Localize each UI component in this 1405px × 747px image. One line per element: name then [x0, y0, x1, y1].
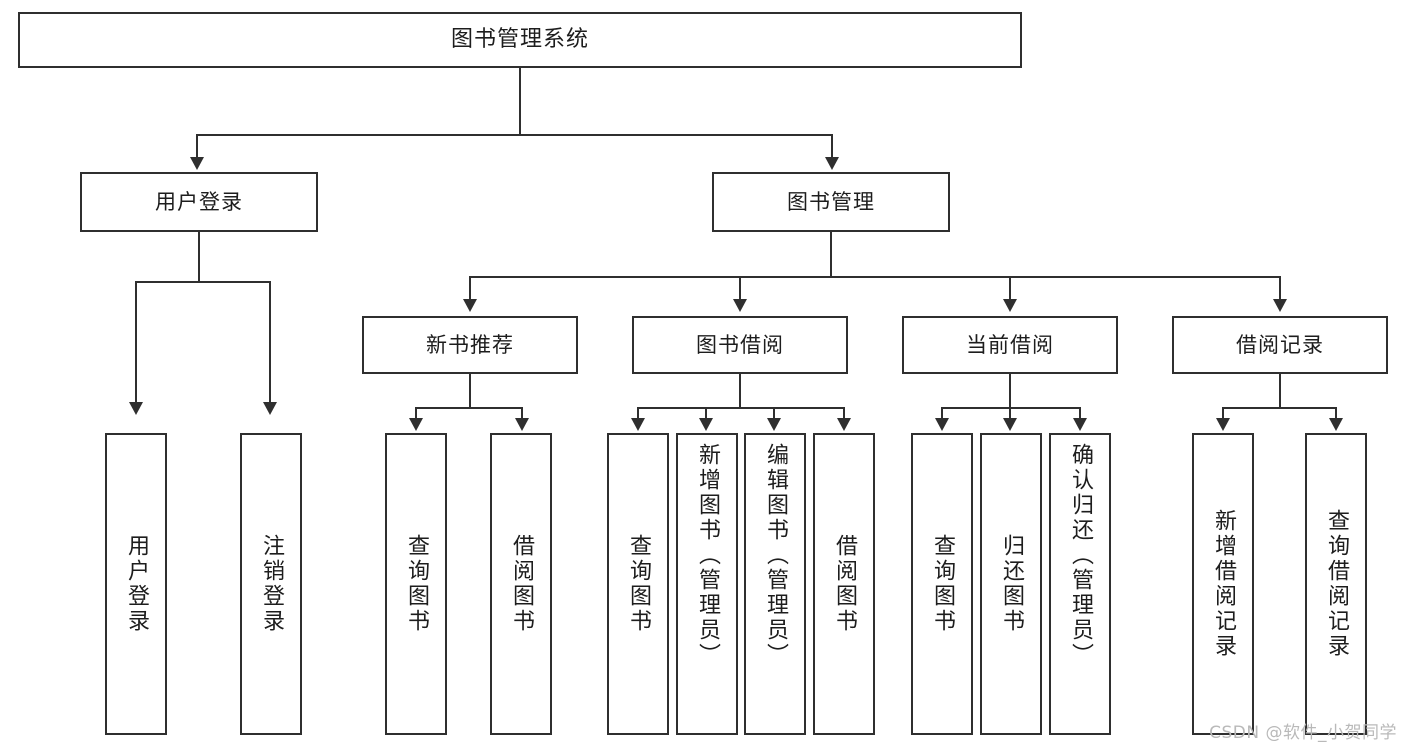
connector-book-borrow-to-leaf-1 — [637, 407, 639, 420]
connector-book-manage-to-new-book — [469, 276, 471, 301]
node-leaf-logout-label: 注销登录 — [259, 534, 284, 634]
node-leaf-return-book[interactable]: 归还图书 — [980, 433, 1042, 735]
node-current-borrow[interactable]: 当前借阅 — [902, 316, 1118, 374]
node-new-book-recommend[interactable]: 新书推荐 — [362, 316, 578, 374]
node-leaf-logout[interactable]: 注销登录 — [240, 433, 302, 735]
connector-current-borrow-to-leaf-2 — [1009, 407, 1011, 420]
node-leaf-query-book-3-label: 查询图书 — [930, 534, 955, 634]
node-book-borrow-label: 图书借阅 — [696, 332, 784, 357]
node-borrow-record-label: 借阅记录 — [1236, 332, 1324, 357]
arrow-current-borrow-to-leaf-3 — [1073, 418, 1087, 431]
node-leaf-query-book-3[interactable]: 查询图书 — [911, 433, 973, 735]
node-leaf-confirm-return[interactable]: 确认归还（管理员） — [1049, 433, 1111, 735]
node-leaf-query-record[interactable]: 查询借阅记录 — [1305, 433, 1367, 735]
arrow-borrow-record-to-leaf-2 — [1329, 418, 1343, 431]
connector-book-borrow-to-leaf-2 — [705, 407, 707, 420]
arrow-borrow-record-to-leaf-1 — [1216, 418, 1230, 431]
node-borrow-record[interactable]: 借阅记录 — [1172, 316, 1388, 374]
connector-root-bus — [196, 134, 833, 136]
connector-book-manage-to-current-borrow — [1009, 276, 1011, 301]
arrow-current-borrow-to-leaf-2 — [1003, 418, 1017, 431]
watermark-text: CSDN @软件_小贺同学 — [1209, 723, 1397, 743]
node-leaf-borrow-book-2[interactable]: 借阅图书 — [813, 433, 875, 735]
connector-book-manage-stem — [830, 232, 832, 277]
connector-user-login-bus — [135, 281, 271, 283]
connector-book-borrow-to-leaf-3 — [773, 407, 775, 420]
connector-book-manage-to-borrow-record — [1279, 276, 1281, 301]
node-leaf-user-login-label: 用户登录 — [124, 534, 149, 634]
node-leaf-edit-book-label: 编辑图书（管理员） — [763, 443, 788, 668]
connector-current-borrow-bus — [941, 407, 1081, 409]
node-book-borrow[interactable]: 图书借阅 — [632, 316, 848, 374]
connector-current-borrow-to-leaf-1 — [941, 407, 943, 420]
connector-user-login-stem — [198, 232, 200, 282]
node-leaf-add-book-label: 新增图书（管理员） — [695, 443, 720, 668]
node-leaf-confirm-return-label: 确认归还（管理员） — [1068, 443, 1093, 668]
node-leaf-borrow-book-2-label: 借阅图书 — [832, 534, 857, 634]
connector-book-borrow-bus — [637, 407, 845, 409]
connector-book-manage-to-book-borrow — [739, 276, 741, 301]
arrow-book-borrow-to-leaf-1 — [631, 418, 645, 431]
connector-new-book-bus — [415, 407, 523, 409]
arrow-book-manage-to-book-borrow — [733, 299, 747, 312]
node-user-login-label: 用户登录 — [155, 189, 243, 214]
arrow-current-borrow-to-leaf-1 — [935, 418, 949, 431]
arrow-new-book-to-leaf-1 — [409, 418, 423, 431]
connector-new-book-stem — [469, 374, 471, 408]
node-current-borrow-label: 当前借阅 — [966, 332, 1054, 357]
connector-book-manage-bus — [469, 276, 1281, 278]
arrow-new-book-to-leaf-2 — [515, 418, 529, 431]
arrow-book-manage-to-new-book — [463, 299, 477, 312]
connector-root-to-user-login — [196, 134, 198, 159]
arrow-book-borrow-to-leaf-2 — [699, 418, 713, 431]
connector-book-borrow-to-leaf-4 — [843, 407, 845, 420]
node-root-label: 图书管理系统 — [450, 27, 589, 53]
node-leaf-add-book[interactable]: 新增图书（管理员） — [676, 433, 738, 735]
arrow-book-borrow-to-leaf-4 — [837, 418, 851, 431]
node-leaf-return-book-label: 归还图书 — [999, 534, 1024, 634]
node-leaf-query-book-1-label: 查询图书 — [404, 534, 429, 634]
node-book-manage[interactable]: 图书管理 — [712, 172, 950, 232]
node-book-manage-label: 图书管理 — [787, 189, 875, 214]
node-user-login[interactable]: 用户登录 — [80, 172, 318, 232]
connector-root-stem — [519, 68, 521, 135]
connector-root-to-book-manage — [831, 134, 833, 159]
connector-user-login-to-leaf-2 — [269, 281, 271, 404]
node-leaf-add-record-label: 新增借阅记录 — [1211, 509, 1236, 659]
arrow-root-to-user-login — [190, 157, 204, 170]
node-leaf-user-login[interactable]: 用户登录 — [105, 433, 167, 735]
connector-borrow-record-bus — [1222, 407, 1337, 409]
node-leaf-edit-book[interactable]: 编辑图书（管理员） — [744, 433, 806, 735]
node-root[interactable]: 图书管理系统 — [18, 12, 1022, 68]
connector-book-borrow-stem — [739, 374, 741, 408]
connector-borrow-record-to-leaf-1 — [1222, 407, 1224, 420]
connector-new-book-to-leaf-2 — [521, 407, 523, 420]
node-new-book-recommend-label: 新书推荐 — [426, 332, 514, 357]
node-leaf-query-book-2-label: 查询图书 — [626, 534, 651, 634]
connector-user-login-to-leaf-1 — [135, 281, 137, 404]
arrow-user-login-to-leaf-1 — [129, 402, 143, 415]
arrow-book-borrow-to-leaf-3 — [767, 418, 781, 431]
arrow-book-manage-to-current-borrow — [1003, 299, 1017, 312]
node-leaf-borrow-book-1-label: 借阅图书 — [509, 534, 534, 634]
connector-new-book-to-leaf-1 — [415, 407, 417, 420]
node-leaf-query-book-1[interactable]: 查询图书 — [385, 433, 447, 735]
arrow-user-login-to-leaf-2 — [263, 402, 277, 415]
node-leaf-query-book-2[interactable]: 查询图书 — [607, 433, 669, 735]
connector-borrow-record-to-leaf-2 — [1335, 407, 1337, 420]
connector-current-borrow-to-leaf-3 — [1079, 407, 1081, 420]
node-leaf-query-record-label: 查询借阅记录 — [1324, 509, 1349, 659]
node-leaf-add-record[interactable]: 新增借阅记录 — [1192, 433, 1254, 735]
arrow-root-to-book-manage — [825, 157, 839, 170]
connector-current-borrow-stem — [1009, 374, 1011, 408]
node-leaf-borrow-book-1[interactable]: 借阅图书 — [490, 433, 552, 735]
arrow-book-manage-to-borrow-record — [1273, 299, 1287, 312]
connector-borrow-record-stem — [1279, 374, 1281, 408]
